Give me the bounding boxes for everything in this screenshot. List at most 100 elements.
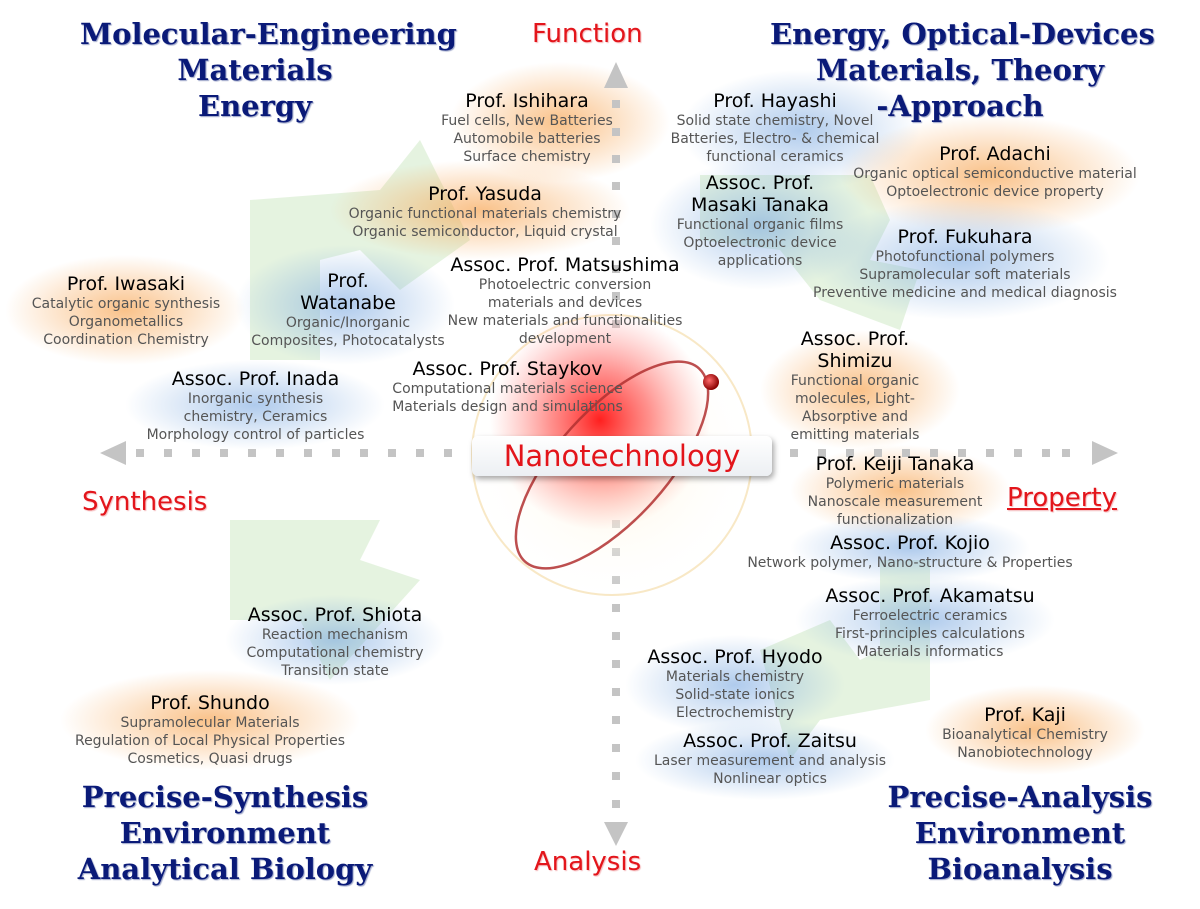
- professor-name: Assoc. Prof. Matsushima: [450, 254, 680, 276]
- research-topic: Composites, Photocatalysts: [251, 333, 445, 349]
- research-topic: emitting materials: [790, 427, 920, 443]
- research-topic: Regulation of Local Physical Properties: [74, 733, 346, 749]
- research-topic: Materials design and simulations: [392, 399, 623, 415]
- research-topic: Absorptive and: [801, 409, 909, 425]
- professor-name: Shimizu: [817, 350, 893, 372]
- research-topic: Organic functional materials chemistry: [348, 206, 622, 222]
- professor-name: Prof. Adachi: [939, 143, 1051, 165]
- research-topic: Polymeric materials: [825, 476, 965, 492]
- research-topic: development: [518, 331, 612, 347]
- research-topic: Solid-state ionics: [675, 687, 795, 703]
- label-glows: [5, 62, 1145, 800]
- research-topic: chemistry, Ceramics: [183, 409, 328, 425]
- professor-name: Prof. Keiji Tanaka: [815, 453, 975, 475]
- quadrant-title-top-right: Energy, Optical-Devices Materials, Theor…: [770, 17, 1155, 123]
- research-topic: Network polymer, Nano-structure & Proper…: [747, 555, 1073, 571]
- research-topic: Functional organic films: [676, 217, 844, 233]
- research-topic: Morphology control of particles: [146, 427, 365, 443]
- research-topic: Surface chemistry: [463, 149, 591, 165]
- research-topic: Computational materials science: [392, 381, 623, 397]
- horizontal-axis: [100, 441, 1118, 465]
- research-topic: Functional organic: [790, 373, 920, 389]
- research-topic: Preventive medicine and medical diagnosi…: [813, 285, 1117, 301]
- research-topic: Organic optical semiconductive material: [853, 166, 1137, 182]
- research-topic: Cosmetics, Quasi drugs: [127, 751, 293, 767]
- research-topic: Organic semiconductor, Liquid crystal: [352, 224, 618, 240]
- research-topic: Transition state: [281, 663, 389, 679]
- research-topic: Photoelectric conversion: [478, 277, 652, 293]
- research-topic: Materials informatics: [856, 644, 1004, 660]
- professor-name: Prof. Kaji: [984, 704, 1066, 726]
- research-topic: Batteries, Electro- & chemical: [670, 131, 880, 147]
- research-topic: New materials and functionalities: [447, 313, 683, 329]
- professor-name: Prof. Hayashi: [713, 90, 837, 112]
- research-topic: Nanoscale measurement: [807, 494, 983, 510]
- research-topic: Optoelectronic device: [683, 235, 837, 251]
- axis-label-property: Property: [1007, 483, 1118, 513]
- research-topic: functionalization: [836, 512, 954, 528]
- professor-name: Assoc. Prof. Staykov: [412, 358, 603, 380]
- professor-name: Prof.: [327, 270, 369, 292]
- quadrant-title-top-left: Molecular-Engineering Materials Energy: [80, 17, 457, 123]
- research-topic: Bioanalytical Chemistry: [942, 727, 1108, 743]
- professor-name: Assoc. Prof. Hyodo: [647, 646, 823, 668]
- research-topic: Ferroelectric ceramics: [852, 608, 1008, 624]
- quadrant-title-bottom-left: Precise-Synthesis Environment Analytical…: [77, 780, 373, 886]
- research-topic: Organic/Inorganic: [285, 315, 411, 331]
- professor-name: Prof. Yasuda: [428, 183, 542, 205]
- research-topic: Inorganic synthesis: [187, 391, 324, 407]
- research-topic: functional ceramics: [706, 149, 844, 165]
- research-topic: materials and devices: [487, 295, 643, 311]
- research-topic: Supramolecular Materials: [120, 715, 300, 731]
- nanotechnology-label: Nanotechnology: [472, 436, 772, 476]
- professor-name: Assoc. Prof.: [800, 328, 910, 350]
- research-topic: Coordination Chemistry: [43, 332, 209, 348]
- professor-name: Assoc. Prof. Zaitsu: [683, 730, 857, 752]
- professor-name: Watanabe: [300, 292, 396, 314]
- research-topic: Fuel cells, New Batteries: [441, 113, 613, 129]
- professor-name: Assoc. Prof. Inada: [171, 368, 340, 390]
- research-topic: Organometallics: [68, 314, 184, 330]
- research-topic: Reaction mechanism: [261, 627, 409, 643]
- research-topic: Electrochemistry: [675, 705, 795, 721]
- professor-name: Assoc. Prof. Akamatsu: [825, 585, 1035, 607]
- professor-name: Prof. Iwasaki: [66, 273, 186, 295]
- research-topic: Solid state chemistry, Novel: [676, 113, 874, 129]
- research-topic: Optoelectronic device property: [886, 184, 1104, 200]
- research-topic: Materials chemistry: [665, 669, 805, 685]
- professor-name: Assoc. Prof.: [705, 172, 815, 194]
- professor-name: Assoc. Prof. Kojio: [830, 532, 990, 554]
- axis-label-function: Function: [532, 19, 643, 49]
- research-topic: Computational chemistry: [246, 645, 424, 661]
- professor-name: Prof. Fukuhara: [897, 226, 1033, 248]
- professor-name: Masaki Tanaka: [690, 194, 829, 216]
- research-topic: Automobile batteries: [453, 131, 601, 147]
- research-topic: Supramolecular soft materials: [859, 267, 1071, 283]
- research-topic: First-principles calculations: [835, 626, 1025, 642]
- research-topic: applications: [717, 253, 803, 269]
- research-topic: Photofunctional polymers: [875, 249, 1055, 265]
- professor-name: Prof. Shundo: [150, 692, 270, 714]
- quadrant-title-bottom-right: Precise-Analysis Environment Bioanalysis: [887, 780, 1153, 886]
- research-topic: Catalytic organic synthesis: [31, 296, 221, 312]
